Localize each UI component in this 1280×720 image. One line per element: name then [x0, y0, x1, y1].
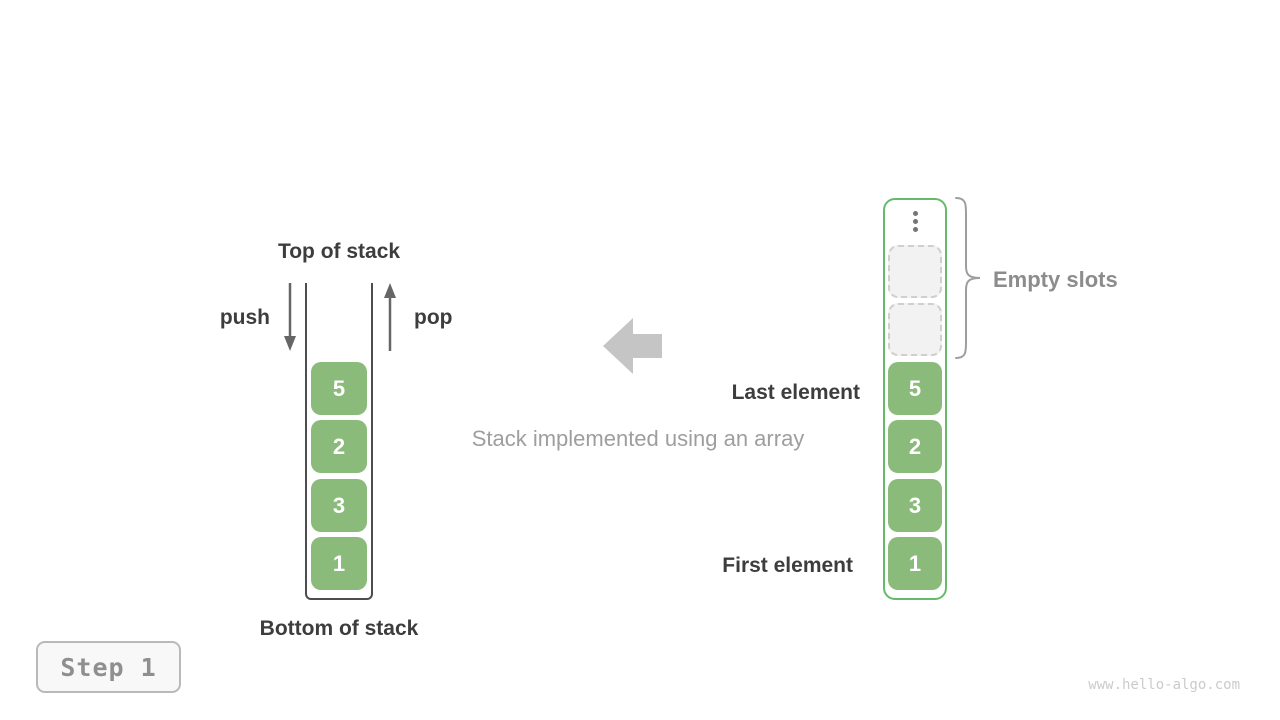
push-down-arrow-icon: [284, 283, 296, 351]
step-badge: Step 1: [36, 641, 181, 693]
empty-slots-label: Empty slots: [993, 267, 1118, 292]
watermark-text: www.hello-algo.com: [1088, 677, 1240, 693]
last-element-label: Last element: [731, 381, 860, 404]
curly-brace-icon: [955, 197, 981, 359]
array-cell: 3: [888, 479, 942, 532]
top-of-stack-label: Top of stack: [277, 240, 401, 263]
stack-container: [305, 283, 373, 600]
stack-cell: 2: [311, 420, 367, 473]
stack-cell: 5: [311, 362, 367, 415]
pop-label: pop: [414, 306, 453, 329]
stack-cell: 1: [311, 537, 367, 590]
array-cell: 5: [888, 362, 942, 415]
empty-slot: [888, 303, 942, 356]
array-cell: 2: [888, 420, 942, 473]
stack-cell: 3: [311, 479, 367, 532]
array-cell: 1: [888, 537, 942, 590]
first-element-label: First element: [722, 554, 853, 577]
pop-up-arrow-icon: [384, 283, 396, 351]
figure-caption: Stack implemented using an array: [471, 426, 805, 451]
bottom-of-stack-label: Bottom of stack: [259, 617, 419, 640]
left-block-arrow-icon: [603, 318, 662, 374]
empty-slot: [888, 245, 942, 298]
vertical-ellipsis-icon: [913, 211, 918, 232]
push-label: push: [219, 306, 270, 329]
